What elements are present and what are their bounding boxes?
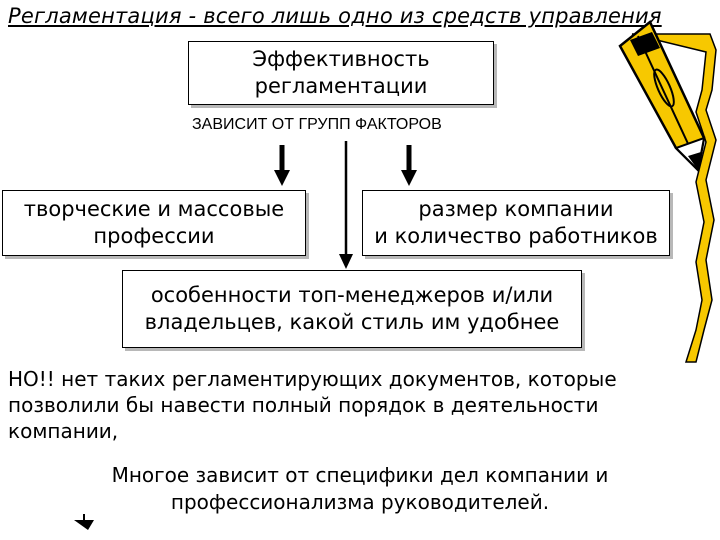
note-line-3: компании, bbox=[8, 419, 119, 443]
factor-size-line-1: размер компании bbox=[418, 197, 614, 222]
pen-mark-icon bbox=[74, 514, 94, 530]
effectiveness-line-2: регламентации bbox=[254, 74, 428, 98]
effectiveness-box: Эффективность регламентации bbox=[188, 41, 494, 105]
factor-box-company-size: размер компании и количество работников bbox=[362, 190, 670, 256]
factor-managers-line-2: владельцев, какой стиль им удобнее bbox=[144, 310, 560, 334]
arrow-down-icon bbox=[274, 145, 290, 186]
factor-box-managers: особенности топ-менеджеров и/или владель… bbox=[122, 270, 582, 348]
factors-label: ЗАВИСИТ ОТ ГРУПП ФАКТОРОВ bbox=[192, 116, 442, 133]
arrow-down-icon bbox=[339, 141, 353, 269]
conclusion-line-1: Многое зависит от специфики дел компании… bbox=[111, 463, 609, 487]
conclusion-line-2: профессионализма руководителей. bbox=[170, 490, 550, 514]
factor-professions-line-2: профессии bbox=[93, 224, 215, 248]
pencil-icon bbox=[618, 20, 717, 363]
factor-box-professions: творческие и массовые профессии bbox=[2, 190, 306, 256]
note-line-1: НО!! нет таких регламентирующих документ… bbox=[8, 367, 617, 391]
arrow-down-icon bbox=[401, 145, 417, 186]
effectiveness-line-1: Эффективность bbox=[252, 47, 430, 72]
factor-professions-line-1: творческие и массовые bbox=[23, 197, 285, 222]
note-text: НО!! нет таких регламентирующих документ… bbox=[8, 366, 708, 444]
slide-title: Регламентация - всего лишь одно из средс… bbox=[8, 4, 662, 28]
conclusion-text: Многое зависит от специфики дел компании… bbox=[40, 462, 680, 516]
factor-size-line-2: и количество работников bbox=[374, 224, 658, 248]
factor-managers-line-1: особенности топ-менеджеров и/или bbox=[150, 283, 554, 308]
note-line-2: позволили бы навести полный порядок в де… bbox=[8, 393, 599, 417]
